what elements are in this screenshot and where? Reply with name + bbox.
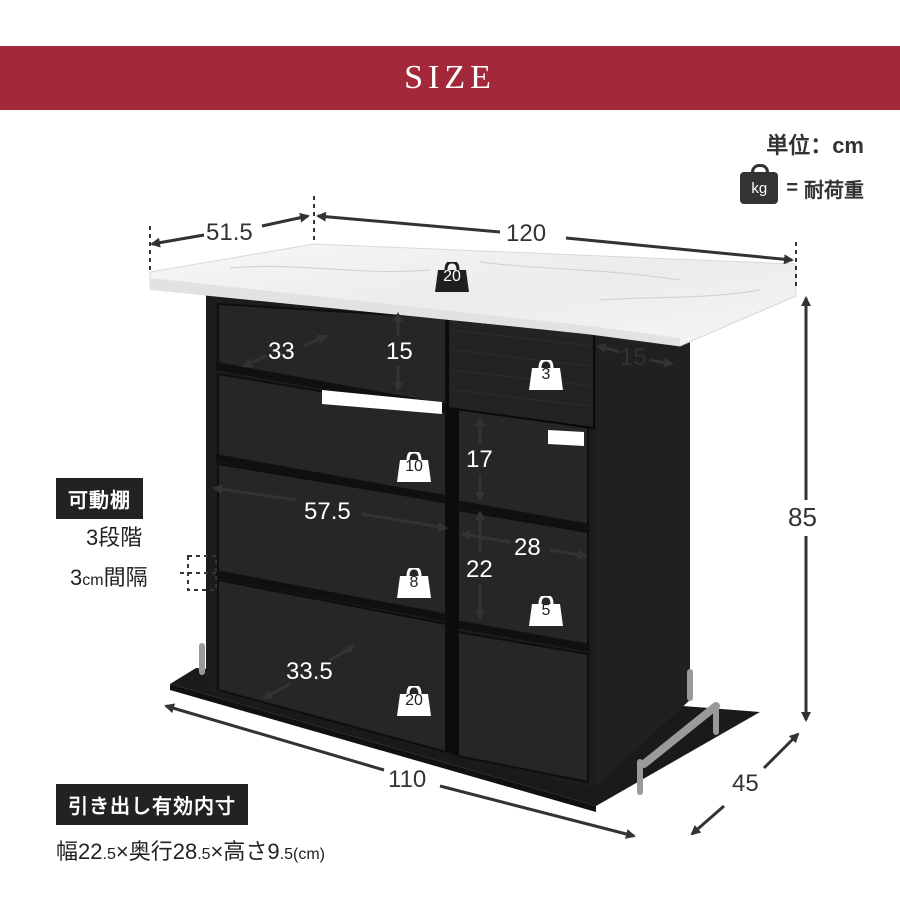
adjustable-steps: 3段階: [86, 525, 143, 550]
dim-right-gap-lower: 22: [466, 556, 493, 583]
dim-shelf-depth-top: 33: [268, 338, 295, 365]
adjustable-shelf-badge: 可動棚: [56, 478, 143, 519]
dim-shelf-width: 57.5: [304, 498, 351, 525]
dim-top-depth: 51.5: [206, 219, 253, 246]
legend-equals: =: [786, 176, 798, 199]
legend-label: 耐荷重: [804, 179, 864, 202]
dim-bottom-depth: 33.5: [286, 658, 333, 685]
dim-height: 85: [788, 502, 817, 532]
weight-badge-bottom: 20: [396, 686, 432, 716]
center-divider: [446, 316, 458, 756]
weight-badge-shelf-mid: 8: [396, 568, 432, 598]
dim-shelf-gap-top: 15: [386, 338, 413, 365]
drawer-size-badge: 引き出し有効内寸: [56, 784, 248, 825]
header-banner: SIZE: [0, 46, 900, 110]
dim-base-width: 110: [388, 766, 427, 793]
shelf-openings: [217, 302, 589, 784]
dim-base-depth: 45: [732, 770, 759, 797]
drawer-size-text: 幅22.5×奥行28.5×高さ9.5(cm): [56, 839, 325, 864]
dimension-lines: [150, 211, 811, 839]
weight-badge-top: 20: [434, 262, 470, 292]
dim-right-gap-upper: 17: [466, 446, 493, 473]
weight-badge-shelf-upper: 10: [396, 452, 432, 482]
dim-top-overhang: 15: [620, 344, 647, 371]
unit-label: 単位：cm: [766, 133, 864, 158]
weight-badge-right-shelf: 5: [528, 596, 564, 626]
adjustable-spacing: 3cm間隔: [70, 565, 148, 590]
weight-legend: kg = 耐荷重: [740, 164, 864, 204]
cabinet-side-panel: [592, 330, 690, 790]
dim-right-width: 28: [514, 534, 541, 561]
dim-top-width: 120: [506, 220, 547, 247]
weight-badge-drawer: 3: [528, 360, 564, 390]
page-title: SIZE: [404, 59, 496, 96]
foot-rail: [199, 643, 720, 795]
kg-weight-icon: kg: [740, 164, 779, 204]
